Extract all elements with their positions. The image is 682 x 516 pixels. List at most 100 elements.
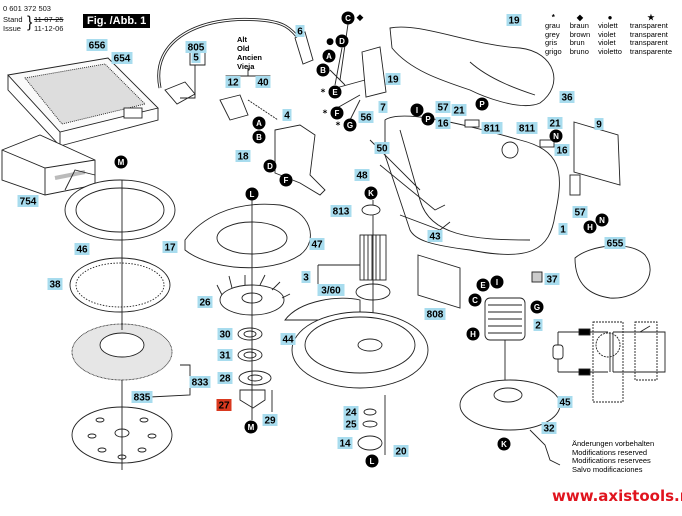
issue-date: 11-12-06 (34, 24, 64, 33)
part-label-46: 46 (74, 243, 90, 256)
marker-circle (245, 187, 259, 201)
connection-marker-k: K (497, 437, 511, 451)
part-label-811: 811 (481, 122, 503, 135)
brace: } (27, 14, 33, 31)
part-number: 21 (453, 106, 465, 117)
legend-column-transparent: ★ transparent transparent transparent tr… (629, 13, 673, 56)
part-label-16: 16 (554, 144, 570, 157)
label-box (280, 333, 296, 345)
part-number: 57 (437, 103, 449, 114)
part-label-1: 1 (558, 223, 568, 236)
marker-circle (466, 327, 480, 341)
part-number: 3/60 (321, 286, 341, 297)
marker-letter: G (534, 303, 540, 312)
label-box (594, 118, 604, 130)
label-box (301, 271, 311, 283)
legend-text: gris (545, 38, 558, 48)
alt-version-note: Alt Old Ancien Vieja (237, 35, 262, 71)
legend-text: transparente (629, 46, 673, 56)
part-number: 833 (192, 378, 209, 389)
part-label-12: 12 (225, 76, 241, 89)
part-label-16: 16 (435, 117, 451, 130)
part-label-833: 833 (189, 376, 211, 389)
label-box (533, 319, 543, 331)
legend-text: violett (598, 21, 618, 30)
part-number: 14 (339, 439, 351, 450)
part-number: 655 (607, 239, 624, 250)
legend-text: bruno (569, 46, 589, 56)
modification-notes: Änderungen vorbehalten Modifications res… (572, 439, 654, 474)
part-number: 50 (376, 144, 388, 155)
legend-text: violet (598, 38, 616, 48)
part-number: 4 (284, 111, 290, 122)
label-box (358, 111, 374, 123)
label-box (185, 41, 207, 53)
motor-housing-cover-drawing (389, 26, 555, 107)
connection-marker-h: H (583, 220, 597, 234)
legend-text: brun (569, 38, 585, 48)
part-label-50: 50 (374, 142, 390, 155)
part-number: 47 (311, 240, 323, 251)
marker-letter: F (335, 109, 340, 118)
label-box (354, 169, 370, 181)
document-number: 0 601 372 503 (3, 4, 51, 13)
part-label-21: 21 (547, 117, 563, 130)
marker-circle (530, 300, 544, 314)
part-number: 16 (556, 146, 568, 157)
marker-circle (322, 49, 336, 63)
wire-color-symbol: * (323, 109, 328, 119)
legend-column-violet: ● violett violet violet violetto (598, 13, 622, 56)
legend-text: violet (598, 29, 616, 39)
marker-circle (279, 173, 293, 187)
legend-text: transparent (629, 38, 668, 48)
part-number: 36 (561, 93, 573, 104)
label-box (47, 278, 63, 290)
label-box (547, 117, 563, 129)
wire-color-symbol: ◆ (357, 13, 364, 23)
part-label-655: 655 (604, 237, 626, 250)
part-number: 813 (333, 207, 350, 218)
marker-letter: K (368, 189, 374, 198)
part-label-835: 835 (131, 391, 153, 404)
marker-letter: L (370, 457, 375, 466)
label-box (572, 206, 588, 218)
label-box (317, 284, 345, 296)
part-label-25: 25 (343, 418, 359, 431)
filter-bag-drawing (1, 134, 96, 196)
part-number: 654 (114, 54, 131, 65)
legend-column-brown: ◆ braun brown brun bruno (569, 13, 590, 56)
legend-text: transparent (629, 21, 668, 30)
label-box (217, 349, 233, 361)
part-number: 19 (508, 16, 520, 27)
part-label-17: 17 (162, 241, 178, 254)
label-box (330, 205, 352, 217)
part-label-18: 18 (235, 150, 251, 163)
part-number: 9 (596, 120, 602, 131)
main-housing-drawing (384, 115, 560, 255)
label-box (435, 117, 451, 129)
part-label-3-60: 3/60 (317, 284, 345, 297)
stand-date: 11-07-25 (34, 15, 64, 24)
part-label-754: 754 (17, 195, 39, 208)
drawing (1, 17, 666, 470)
legend-text: grey (545, 29, 560, 39)
part-number: 32 (543, 424, 555, 435)
label-box (86, 39, 108, 51)
part-number: 12 (227, 78, 239, 89)
part-number: 38 (49, 280, 61, 291)
part-number: 26 (199, 298, 211, 309)
label-box (435, 101, 451, 113)
alt-note-line: Ancien (237, 53, 263, 62)
label-box (516, 122, 538, 134)
part-label-29: 29 (262, 414, 278, 427)
connection-marker-d: D (335, 34, 349, 48)
part-number: 811 (484, 124, 501, 135)
marker-letter: N (553, 132, 559, 141)
marker-circle (364, 186, 378, 200)
part-number: 6 (297, 27, 303, 38)
alt-note-line: Vieja (237, 62, 255, 71)
part-label-2: 2 (533, 319, 543, 332)
connection-marker-i: I (410, 103, 424, 117)
